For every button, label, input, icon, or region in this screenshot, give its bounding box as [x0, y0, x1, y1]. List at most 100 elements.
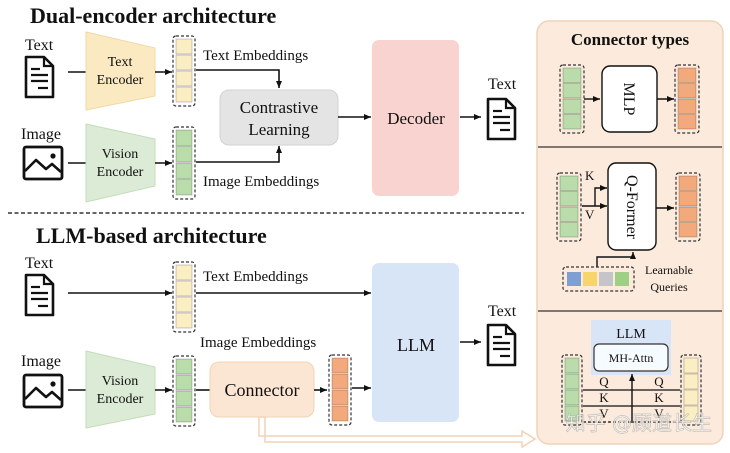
document-icon	[24, 273, 55, 317]
vector-frame	[561, 354, 583, 426]
qformer-input-vector	[556, 172, 582, 242]
llm-image-embeddings-label: Image Embeddings	[200, 335, 316, 351]
queries-frame	[562, 266, 635, 292]
document-icon	[24, 55, 55, 99]
dual-image-embeddings-label: Image Embeddings	[203, 174, 319, 190]
llm-label: LLM	[397, 335, 435, 355]
vector-cell	[562, 83, 582, 99]
vector-frame	[680, 354, 702, 426]
v-label-right: V	[654, 406, 664, 421]
vector-cell	[559, 191, 579, 207]
v-label-left: V	[599, 406, 609, 421]
vision-encoder-label-2: Encoder	[97, 392, 144, 407]
vision-encoder-label-1: Vision	[102, 147, 139, 162]
vector-frame	[172, 126, 196, 200]
k-label-left: K	[599, 390, 609, 405]
text-embedding-vector	[172, 261, 196, 333]
vector-cell	[562, 98, 582, 114]
vector-cell	[175, 70, 193, 87]
connector-output-vector	[328, 354, 352, 426]
llm-based-title: LLM-based architecture	[36, 223, 267, 248]
vector-frame	[172, 35, 196, 107]
mlp-label: MLP	[620, 83, 637, 116]
vector-cell	[678, 191, 698, 207]
query-token	[615, 272, 629, 286]
vector-frame	[328, 354, 352, 426]
q-label-left: Q	[599, 374, 609, 389]
text-encoder-block	[85, 31, 156, 111]
query-token	[567, 272, 581, 286]
llm-output-label: Text	[488, 303, 517, 320]
output-document-icon	[486, 323, 517, 367]
vector-cell	[559, 206, 579, 222]
vector-cell	[175, 296, 193, 313]
vector-cell	[677, 114, 697, 130]
vector-cell	[331, 405, 349, 422]
vector-cell	[175, 54, 193, 71]
vector-frame	[172, 355, 196, 427]
vector-cell	[559, 222, 579, 238]
vector-frame	[559, 64, 585, 134]
query-token	[583, 272, 597, 286]
vector-cell	[562, 114, 582, 130]
vector-cell	[564, 357, 580, 374]
vision-encoder-label-1: Vision	[102, 374, 139, 389]
vector-cell	[678, 206, 698, 222]
vector-cell	[683, 357, 699, 374]
dual-text-embeddings-label: Text Embeddings	[203, 48, 308, 64]
vision-encoder-block-llm	[85, 350, 156, 429]
vector-cell	[175, 179, 193, 196]
dual-output-label: Text	[488, 76, 517, 93]
image-icon	[22, 145, 64, 181]
contrastive-label-2: Learning	[248, 120, 310, 139]
decoder-label: Decoder	[387, 109, 445, 128]
vector-cell	[175, 312, 193, 329]
dual-image-input-label: Image	[21, 126, 61, 143]
vector-cell	[175, 390, 193, 407]
vector-cell	[175, 38, 193, 55]
vector-cell	[677, 98, 697, 114]
qformer-block	[607, 162, 657, 251]
vector-cell	[683, 373, 699, 390]
vector-cell	[175, 280, 193, 297]
contrastive-label-1: Contrastive	[240, 98, 318, 117]
mh-attn-label: MH-Attn	[609, 351, 654, 365]
output-document-icon	[486, 97, 517, 141]
text-encoder-label-1: Text	[108, 55, 133, 70]
image-icon	[22, 373, 64, 409]
vector-cell	[564, 389, 580, 406]
qformer-output-vector	[675, 172, 701, 242]
vector-frame	[674, 64, 700, 134]
learnable-label-1: Learnable	[645, 263, 693, 277]
watermark: 知乎 @顾道长生	[566, 411, 712, 435]
image-embedding-vector	[172, 126, 196, 200]
vector-cell	[175, 374, 193, 391]
vector-cell	[677, 83, 697, 99]
text-embedding-vector	[172, 35, 196, 107]
vector-cell	[331, 373, 349, 390]
vector-cell	[331, 357, 349, 374]
crossattn-llm-label: LLM	[616, 327, 646, 342]
qformer-v-label: V	[585, 207, 595, 222]
vector-cell	[175, 264, 193, 281]
llm-block	[372, 263, 459, 422]
vector-cell	[175, 129, 193, 146]
vector-cell	[564, 373, 580, 390]
k-label-right: K	[654, 390, 664, 405]
q-label-right: Q	[654, 374, 664, 389]
vector-cell	[559, 175, 579, 191]
vector-cell	[331, 389, 349, 406]
connector-detail-arrow	[258, 416, 537, 449]
vector-frame	[675, 172, 701, 242]
llm-text-input-label: Text	[25, 255, 54, 272]
vector-cell	[564, 405, 580, 422]
vision-encoder-block-dual	[85, 123, 156, 203]
vector-cell	[683, 405, 699, 422]
text-encoder-label-2: Encoder	[97, 73, 144, 88]
llm-image-input-label: Image	[21, 353, 61, 370]
mh-attn-block	[593, 343, 669, 372]
vector-cell	[683, 389, 699, 406]
llm-text-embeddings-label: Text Embeddings	[203, 269, 308, 285]
vector-cell	[175, 358, 193, 375]
